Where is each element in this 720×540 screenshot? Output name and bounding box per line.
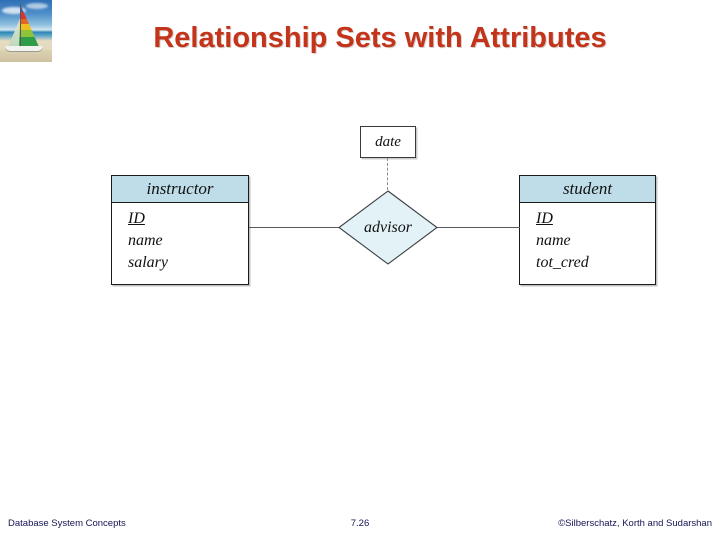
entity-box-instructor[interactable]: instructor ID name salary xyxy=(111,175,249,285)
attribute-student-id: ID xyxy=(536,210,553,227)
entity-attributes-student: ID name tot_cred xyxy=(520,203,655,280)
logo-hull xyxy=(5,46,43,51)
slide-logo-image xyxy=(0,0,52,62)
footer-copyright: ©Silberschatz, Korth and Sudarshan xyxy=(558,518,712,529)
logo-mast xyxy=(20,4,21,48)
relationship-name-advisor: advisor xyxy=(364,218,412,236)
connector-instructor-advisor xyxy=(249,227,339,228)
footer-book-title: Database System Concepts xyxy=(8,518,126,529)
entity-box-student[interactable]: student ID name tot_cred xyxy=(519,175,656,285)
diamond-shape-icon xyxy=(338,190,438,265)
attribute-instructor-salary: salary xyxy=(128,254,168,271)
logo-beach-sand xyxy=(0,50,52,62)
footer-page-number: 7.26 xyxy=(350,518,370,529)
entity-attributes-instructor: ID name salary xyxy=(112,203,248,280)
slide-title: Relationship Sets with Attributes xyxy=(153,22,607,54)
relationship-diamond-advisor[interactable]: advisor xyxy=(338,190,438,265)
logo-cloud-icon xyxy=(2,7,26,14)
entity-name-instructor: instructor xyxy=(112,176,248,203)
entity-name-student: student xyxy=(520,176,655,203)
attribute-student-tot-cred: tot_cred xyxy=(536,254,589,271)
connector-advisor-student xyxy=(437,227,520,228)
logo-cloud-icon xyxy=(26,3,48,9)
connector-date-advisor-dashed xyxy=(387,158,388,190)
attribute-box-date[interactable]: date xyxy=(360,126,416,158)
attribute-instructor-id: ID xyxy=(128,210,145,227)
attribute-student-name: name xyxy=(536,232,571,249)
attribute-instructor-name: name xyxy=(128,232,163,249)
slide-footer: Database System Concepts 7.26 ©Silbersch… xyxy=(0,518,720,540)
